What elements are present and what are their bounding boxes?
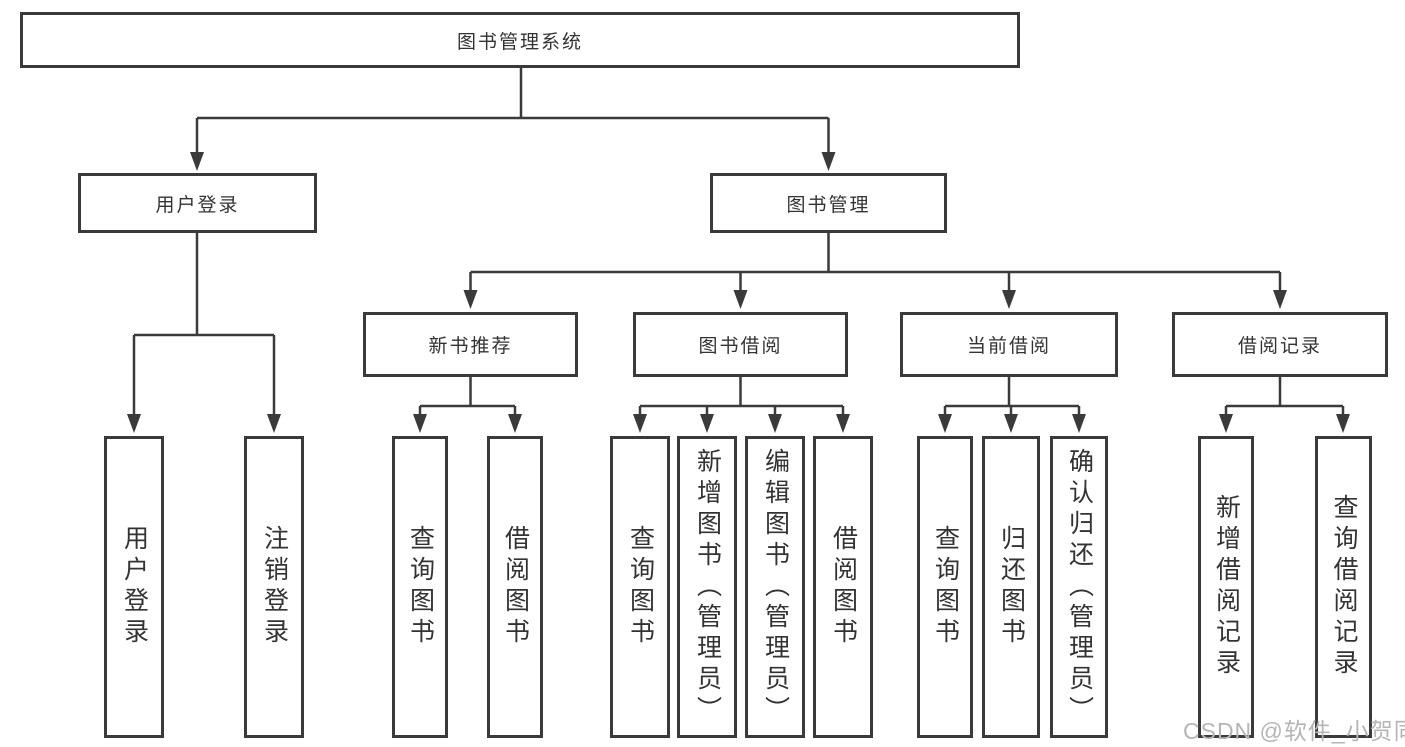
connector-current-borrowing bbox=[943, 377, 1081, 418]
node-borrowing-records: 借阅记录 bbox=[1172, 312, 1388, 377]
node-label: 查询借阅记录 bbox=[1330, 494, 1358, 680]
node-book-management: 图书管理 bbox=[710, 173, 947, 233]
node-label: 当前借阅 bbox=[966, 336, 1051, 357]
node-label: 新增借阅记录 bbox=[1212, 494, 1241, 680]
node-label: 查询图书 bbox=[406, 525, 435, 649]
node-label: 编辑图书（管理员） bbox=[761, 447, 790, 727]
node-current-borrowing: 当前借阅 bbox=[900, 312, 1118, 377]
connector-book-management bbox=[469, 233, 1282, 294]
leaf-query-books-current: 查询图书 bbox=[917, 436, 973, 738]
leaf-query-books-borrowing: 查询图书 bbox=[610, 436, 670, 738]
leaf-confirm-return-admin: 确认归还（管理员） bbox=[1050, 436, 1108, 738]
leaf-logout-login: 注销登录 bbox=[244, 436, 304, 738]
node-label: 确认归还（管理员） bbox=[1065, 447, 1094, 727]
node-label: 归还图书 bbox=[997, 525, 1026, 649]
connector-user-login bbox=[132, 233, 276, 418]
connector-borrowing-records bbox=[1224, 377, 1345, 418]
node-label: 借阅图书 bbox=[501, 525, 530, 649]
node-new-book-recommend: 新书推荐 bbox=[363, 312, 578, 377]
node-label: 图书借阅 bbox=[698, 336, 783, 357]
connector-book-borrowing bbox=[638, 377, 845, 418]
node-label: 新增图书（管理员） bbox=[693, 447, 722, 727]
node-label: 图书管理系统 bbox=[456, 31, 583, 53]
csdn-watermark: CSDN @软件_小贺同学 bbox=[1183, 718, 1405, 744]
leaf-query-borrow-record: 查询借阅记录 bbox=[1315, 436, 1372, 738]
node-label: 查询图书 bbox=[626, 525, 655, 649]
node-library-system: 图书管理系统 bbox=[20, 12, 1020, 68]
arrowheads bbox=[127, 152, 1350, 433]
node-label: 用户登录 bbox=[120, 525, 149, 649]
connector-root bbox=[195, 68, 830, 156]
leaf-return-books: 归还图书 bbox=[982, 436, 1040, 738]
node-label: 借阅记录 bbox=[1237, 336, 1322, 357]
node-label: 用户登录 bbox=[155, 194, 240, 216]
node-label: 新书推荐 bbox=[428, 336, 513, 357]
node-label: 注销登录 bbox=[260, 525, 289, 649]
leaf-edit-book-admin: 编辑图书（管理员） bbox=[745, 436, 805, 738]
node-user-login: 用户登录 bbox=[78, 173, 317, 233]
leaf-borrow-books-recommend: 借阅图书 bbox=[487, 436, 543, 738]
leaf-user-login: 用户登录 bbox=[104, 436, 164, 738]
connector-new-book-recommend bbox=[418, 377, 517, 418]
node-label: 图书管理 bbox=[786, 194, 871, 216]
node-book-borrowing: 图书借阅 bbox=[633, 312, 848, 377]
node-label: 查询图书 bbox=[931, 525, 960, 649]
leaf-query-books-recommend: 查询图书 bbox=[392, 436, 448, 738]
leaf-add-book-admin: 新增图书（管理员） bbox=[677, 436, 737, 738]
leaf-add-borrow-record: 新增借阅记录 bbox=[1198, 436, 1254, 738]
node-label: 借阅图书 bbox=[829, 525, 858, 649]
leaf-borrow-books-borrowing: 借阅图书 bbox=[813, 436, 873, 738]
